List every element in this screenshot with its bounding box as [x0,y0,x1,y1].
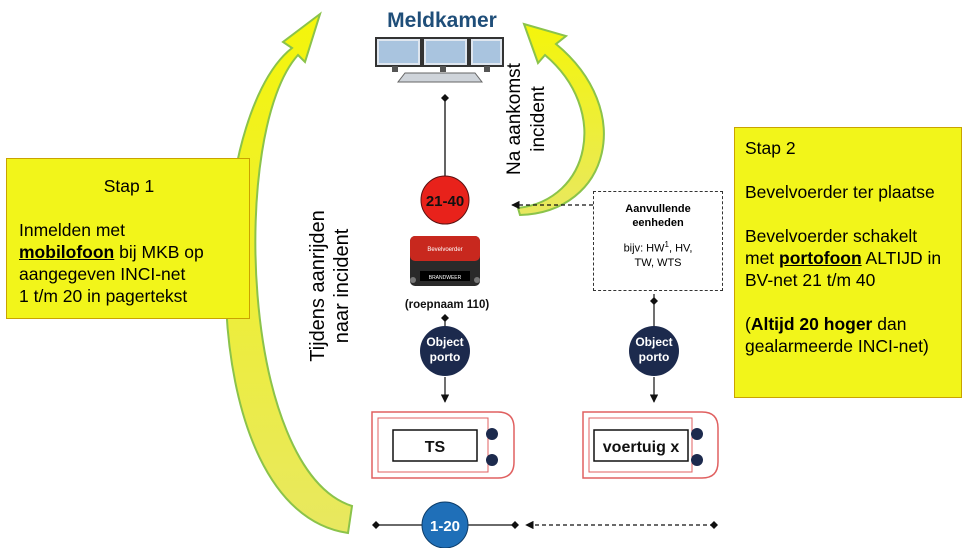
step2-line2: Bevelvoerder schakelt [745,226,918,246]
extra-units-examples-line2: TW, WTS [634,256,682,269]
bv-net-label: 21-40 [426,193,464,210]
step2-line6: gealarmeerde INCI-net) [745,336,929,356]
left-arrow-label-line2: naar incident [331,228,353,344]
right-arrow-label: Na aankomst incident [503,59,551,179]
object-porto-2-line2: porto [639,350,670,364]
step2-title: Stap 2 [745,138,796,158]
object-porto-2-node [629,326,679,376]
step2-line5-rest: dan [872,314,907,334]
step1-line3: aangegeven INCI-net [19,264,186,284]
left-curved-arrow [224,11,354,535]
object-porto-2-line1: Object [635,335,672,349]
step2-line3-pre: met [745,248,780,268]
inci-line-diamond-left [372,521,380,529]
step1-line1: Inmelden met [19,220,126,240]
radio-brand-bottom: BRANDWEER [429,275,462,281]
step1-line4: 1 t/m 20 in pagertekst [19,286,188,306]
inci-net-node [421,501,469,548]
meldkamer-computer-icon [375,37,504,83]
bv-net-node [420,175,470,225]
meldkamer-title: Meldkamer [387,9,497,32]
connector-diamond-top [441,94,449,102]
dashed-line-diamond [710,521,718,529]
right-arrow-label-line2: incident [528,86,549,152]
extra-units-examples-rest: , HV, [668,242,693,255]
radio-device-icon [410,236,480,286]
vehicle-ts-label: TS [425,439,446,456]
step2-line3: met portofoon ALTIJD in [745,247,953,269]
connector-diamond-porto1 [441,314,449,322]
left-arrow-label-line1: Tijdens aanrijden [307,210,329,362]
extra-units-title-line2: eenheden [632,217,684,229]
extra-units-title-line1: Aanvullende [625,203,691,215]
step2-box: Stap 2 Bevelvoerder ter plaatse Bevelvoe… [734,127,962,398]
extra-units-box: Aanvullende eenheden bijv: HW1, HV, TW, … [593,191,723,291]
step2-line4: BV-net 21 t/m 40 [745,270,876,290]
step2-altijd: Altijd 20 hoger [750,314,873,334]
radio-brand-top: Bevelvoerder [427,247,462,253]
right-arrow-label-line1: Na aankomst [504,63,525,175]
radio-caption: (roepnaam 110) [405,299,490,311]
step2-line3-rest: ALTIJD in [861,248,942,268]
object-porto-1-node [420,326,470,376]
left-arrow-label: Tijdens aanrijden naar incident [306,136,354,436]
inci-net-label: 1-20 [430,518,460,535]
step2-line5: (Altijd 20 hoger dan [745,313,953,335]
extra-units-title: Aanvullende eenheden [594,202,722,230]
extra-units-sup: 1 [664,240,669,249]
step1-mobilofoon: mobilofoon [19,242,115,262]
vehicle-ts-icon [371,411,515,479]
object-porto-1-line1: Object [426,335,463,349]
step2-line5-pre: ( [745,314,751,334]
step1-line2: mobilofoon bij MKB op [19,241,239,263]
object-porto-1-line2: porto [430,350,461,364]
connector-diamond-porto2 [650,297,658,305]
vehicle-x-label: voertuig x [603,439,680,456]
step1-line2-rest: bij MKB op [114,242,204,262]
step2-line1: Bevelvoerder ter plaatse [745,182,935,202]
extra-units-examples-prefix: bijv: HW [623,242,665,255]
extra-units-examples: bijv: HW1, HV, TW, WTS [594,238,722,270]
right-curved-arrow [516,22,605,217]
vehicle-x-icon [582,411,719,479]
step2-portofoon: portofoon [779,248,862,268]
step1-box: Stap 1 Inmelden met mobilofoon bij MKB o… [6,158,250,319]
inci-line-diamond-right [511,521,519,529]
step1-title: Stap 1 [103,176,155,196]
